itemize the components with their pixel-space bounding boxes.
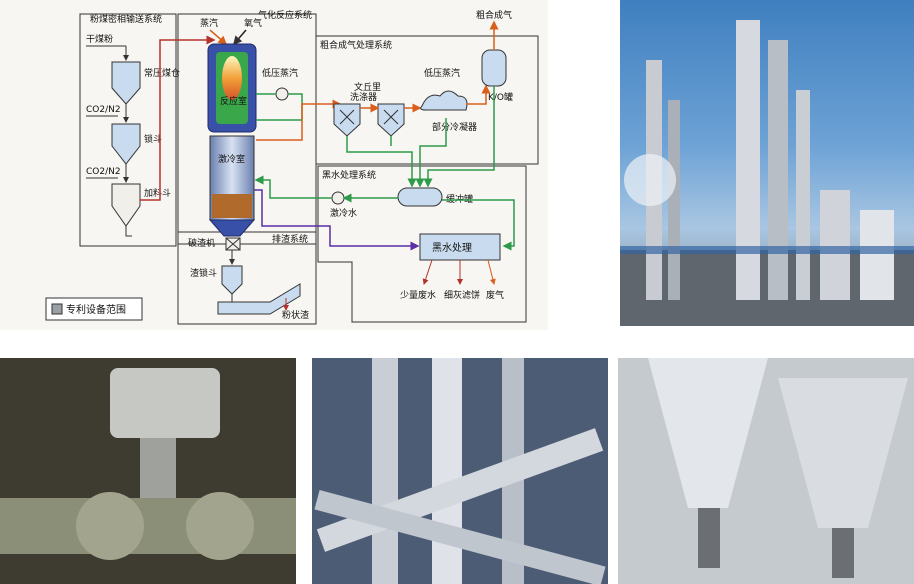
oxygen-label: 氧气 bbox=[244, 17, 262, 29]
venturi-label-line1: 文丘里 bbox=[354, 81, 381, 93]
process-flow-diagram: 粉煤密相输送系统 气化反应系统 粗合成气处理系统 黑水处理系统 排渣系统 干煤粉… bbox=[0, 0, 548, 330]
ko-drum-label: K/O罐 bbox=[488, 91, 513, 103]
quench-water-label: 激冷水 bbox=[330, 207, 357, 219]
flame-icon bbox=[222, 56, 242, 100]
reaction-chamber-label: 反应室 bbox=[220, 95, 247, 107]
co2n2-a-label: CO2/N2 bbox=[86, 105, 121, 115]
tower-photo bbox=[620, 0, 914, 326]
filter-cake-label: 细灰滤饼 bbox=[444, 289, 480, 301]
slag-system-box bbox=[177, 231, 317, 325]
feed-hopper-vessel bbox=[111, 183, 141, 227]
lp-steam-b-label: 低压蒸汽 bbox=[424, 67, 460, 79]
quench-chamber-label: 激冷室 bbox=[218, 153, 245, 165]
feed-hopper-label: 加料斗 bbox=[144, 187, 171, 199]
venturi-scrubber-b bbox=[377, 103, 405, 137]
syngas-line bbox=[256, 99, 342, 141]
crusher-label: 破渣机 bbox=[188, 237, 215, 249]
coal-feed-system-label: 粉煤密相输送系统 bbox=[90, 13, 162, 25]
normal-bin-vessel bbox=[111, 61, 141, 105]
ko-drum-vessel bbox=[481, 49, 507, 87]
piping-photo bbox=[312, 358, 608, 584]
powder-slag-label: 粉状渣 bbox=[282, 309, 309, 321]
slag-lock-vessel bbox=[221, 265, 243, 295]
legend-box bbox=[45, 297, 143, 321]
black-water-proc-box bbox=[419, 233, 501, 261]
black-water-line bbox=[254, 189, 420, 251]
buffer-tank-label: 缓冲罐 bbox=[446, 193, 473, 205]
lp-steam-a-label: 低压蒸汽 bbox=[262, 67, 298, 79]
slag-conveyor bbox=[217, 283, 301, 315]
black-water-proc-label: 黑水处理 bbox=[432, 242, 472, 254]
coal-feed-system-box bbox=[79, 13, 177, 247]
gasification-system-label: 气化反应系统 bbox=[258, 9, 312, 21]
syngas-system-label: 粗合成气处理系统 bbox=[320, 39, 392, 51]
process-flow-svg: 粉煤密相输送系统 气化反应系统 粗合成气处理系统 黑水处理系统 排渣系统 干煤粉… bbox=[45, 9, 539, 325]
legend-swatch bbox=[51, 303, 63, 315]
coal-feed-line bbox=[140, 35, 216, 201]
quench-pump-icon bbox=[331, 191, 345, 205]
small-wastewater-label: 少量废水 bbox=[400, 289, 436, 301]
co2n2-b-label: CO2/N2 bbox=[86, 167, 121, 177]
black-water-system-box bbox=[317, 165, 527, 323]
lock-hopper-label: 锁斗 bbox=[144, 133, 162, 145]
lock-hopper-vessel bbox=[111, 123, 141, 165]
black-water-system-label: 黑水处理系统 bbox=[322, 169, 376, 181]
slag-lock-label: 渣锁斗 bbox=[190, 267, 217, 279]
valve-photo bbox=[0, 358, 296, 584]
normal-bin-label: 常压煤仓 bbox=[144, 67, 180, 79]
slag-system-label: 排渣系统 bbox=[272, 233, 308, 245]
syngas-system-box bbox=[315, 35, 539, 165]
syngas-out-label: 粗合成气 bbox=[476, 9, 512, 21]
partial-condenser-label: 部分冷凝器 bbox=[432, 121, 477, 133]
dry-coal-label: 干煤粉 bbox=[86, 33, 113, 45]
cyclone-photo bbox=[618, 358, 914, 584]
steam-label: 蒸汽 bbox=[200, 17, 218, 29]
buffer-tank-vessel bbox=[397, 187, 443, 207]
steam-drum-icon bbox=[275, 87, 289, 101]
waste-gas-label: 废气 bbox=[486, 289, 504, 301]
partial-condenser-icon bbox=[420, 90, 468, 111]
legend-label: 专利设备范围 bbox=[66, 303, 126, 316]
venturi-label-line2: 洗涤器 bbox=[350, 91, 377, 103]
venturi-scrubber-a bbox=[333, 103, 361, 137]
